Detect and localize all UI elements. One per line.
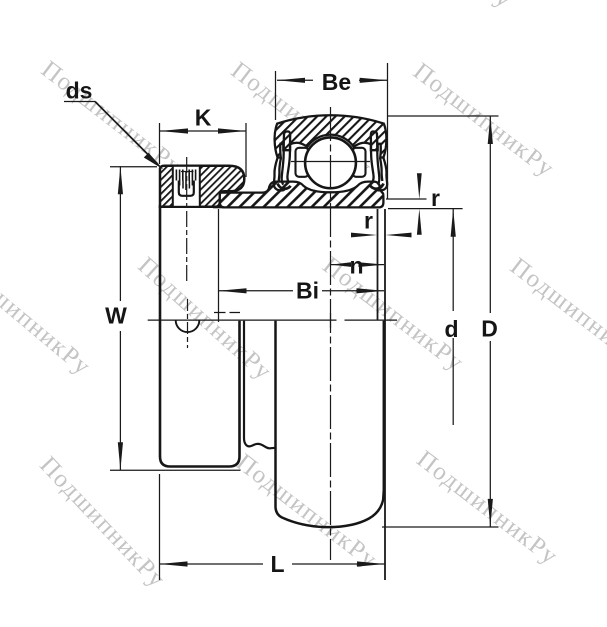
svg-text:d: d (444, 316, 458, 342)
svg-text:K: K (195, 105, 212, 131)
svg-text:r: r (364, 208, 373, 234)
svg-text:D: D (481, 316, 498, 342)
svg-text:Bi: Bi (296, 278, 319, 304)
svg-text:r: r (431, 185, 440, 211)
svg-text:ds: ds (66, 78, 93, 104)
svg-text:Be: Be (322, 69, 351, 95)
svg-text:L: L (270, 551, 284, 577)
svg-text:n: n (349, 253, 363, 279)
svg-text:W: W (105, 303, 127, 329)
